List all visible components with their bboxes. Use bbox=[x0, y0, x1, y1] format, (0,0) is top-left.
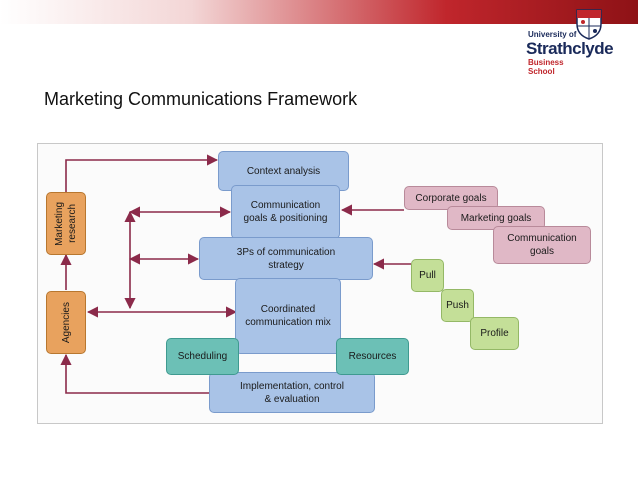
implementation-box: Implementation, control & evaluation bbox=[209, 372, 375, 413]
university-logo: University of Strathclyde Business Schoo… bbox=[524, 8, 634, 78]
scheduling-box: Scheduling bbox=[166, 338, 239, 375]
logo-school: School bbox=[528, 67, 555, 76]
profile-box: Profile bbox=[470, 317, 519, 350]
arrow-feedback-to-agencies bbox=[60, 353, 210, 394]
communication-goals-box: Communication goals bbox=[493, 226, 591, 264]
logo-strathclyde: Strathclyde bbox=[526, 39, 614, 58]
crest-icon bbox=[576, 9, 602, 40]
marketing-research-label: Marketing research bbox=[54, 201, 78, 246]
top-banner bbox=[0, 0, 638, 24]
three-ps-box: 3Ps of communication strategy bbox=[199, 237, 373, 280]
agencies-box: Agencies bbox=[46, 291, 86, 354]
resources-box: Resources bbox=[336, 338, 409, 375]
agencies-label: Agencies bbox=[60, 301, 72, 344]
marketing-research-box: Marketing research bbox=[46, 192, 86, 255]
slide-title: Marketing Communications Framework bbox=[44, 89, 358, 109]
pull-box: Pull bbox=[411, 259, 444, 292]
push-box: Push bbox=[441, 289, 474, 322]
arrow-research-to-context bbox=[65, 154, 219, 192]
logo-business-school: Business School bbox=[528, 58, 564, 76]
logo-university-of: University of bbox=[528, 30, 577, 39]
logo-business: Business bbox=[528, 58, 564, 67]
context-analysis-box: Context analysis bbox=[218, 151, 349, 191]
coordinated-mix-box: Coordinated communication mix bbox=[235, 278, 341, 354]
comm-goals-box: Communication goals & positioning bbox=[231, 185, 340, 239]
